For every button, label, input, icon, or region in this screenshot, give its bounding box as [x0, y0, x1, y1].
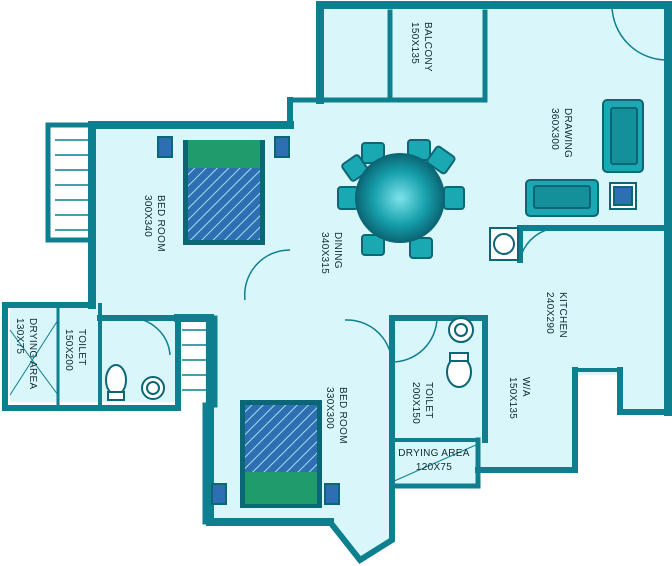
room-labels: BALCONY150X135 DRAWING360X300 BED ROOM30… [14, 22, 573, 473]
kitchen-label: KITCHEN240X290 [544, 292, 568, 338]
drawing-label: DRAWING360X300 [549, 108, 573, 158]
sanitary-fixtures [105, 227, 519, 401]
ventilation-grid [55, 139, 208, 391]
bed-1 [157, 136, 290, 245]
railings [9, 319, 479, 483]
bedroom2-label: BED ROOM330X300 [324, 387, 348, 444]
dining-label: DINING340X315 [319, 232, 343, 274]
bed-2 [211, 400, 340, 508]
wa-label: W/A150X135 [507, 377, 531, 419]
dining-table [337, 139, 465, 259]
door-swings [129, 4, 669, 366]
floor-area [10, 5, 670, 558]
bedroom1-label: BED ROOM300X340 [142, 195, 166, 252]
sofa-set [525, 99, 644, 217]
toilet1-label: TOILET150X200 [63, 329, 87, 371]
toilet2-label: TOILET200X150 [410, 382, 434, 424]
balcony-label: BALCONY150X135 [409, 22, 433, 72]
drying1-label: DRYING AREA130X75 [14, 318, 38, 389]
